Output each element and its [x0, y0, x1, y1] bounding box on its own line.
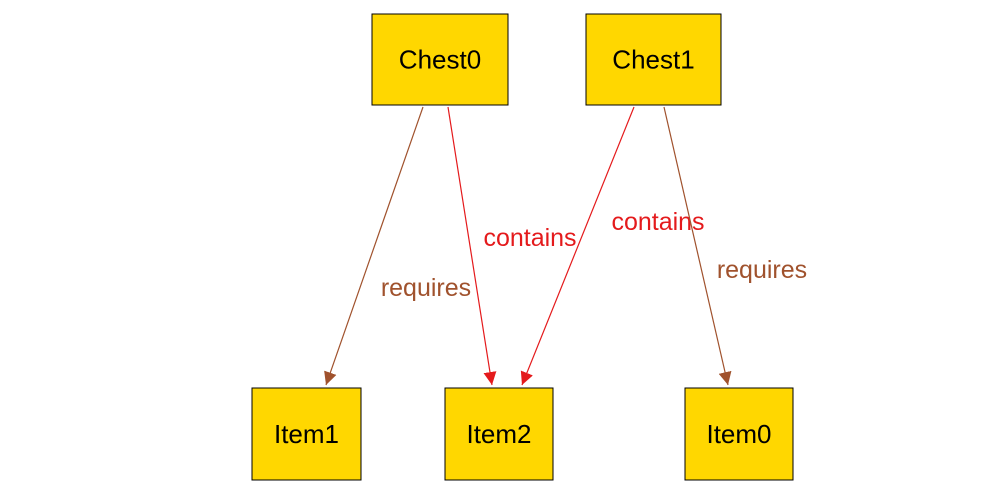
- edge-chest1-item2: contains: [520, 106, 705, 386]
- edges-layer: requires contains contains requires: [324, 106, 807, 386]
- node-box: [444, 387, 554, 481]
- node-label: Chest1: [612, 45, 694, 75]
- edge-arrow-contains: [520, 106, 635, 386]
- edge-label-contains: contains: [611, 208, 704, 236]
- node-item1: Item1: [251, 387, 362, 481]
- node-label: Item0: [706, 419, 771, 449]
- node-item0: Item0: [684, 387, 794, 481]
- node-label: Chest0: [399, 45, 481, 75]
- node-chest0: Chest0: [371, 13, 509, 106]
- node-box: [585, 13, 722, 106]
- edge-arrow-contains: [447, 106, 497, 386]
- edge-label-contains: contains: [483, 224, 576, 252]
- node-box: [251, 387, 362, 481]
- edge-chest0-item1: requires: [324, 106, 471, 386]
- node-box: [684, 387, 794, 481]
- node-label: Item2: [466, 419, 531, 449]
- node-box: [371, 13, 509, 106]
- node-item2: Item2: [444, 387, 554, 481]
- node-label: Item1: [274, 419, 339, 449]
- edge-chest1-item0: requires: [663, 106, 807, 386]
- edge-label-requires: requires: [717, 256, 807, 284]
- edge-arrow-requires: [324, 106, 424, 386]
- edge-label-requires: requires: [381, 274, 471, 302]
- edge-arrow-requires: [663, 106, 732, 386]
- node-chest1: Chest1: [585, 13, 722, 106]
- edge-chest0-item2: contains: [447, 106, 577, 386]
